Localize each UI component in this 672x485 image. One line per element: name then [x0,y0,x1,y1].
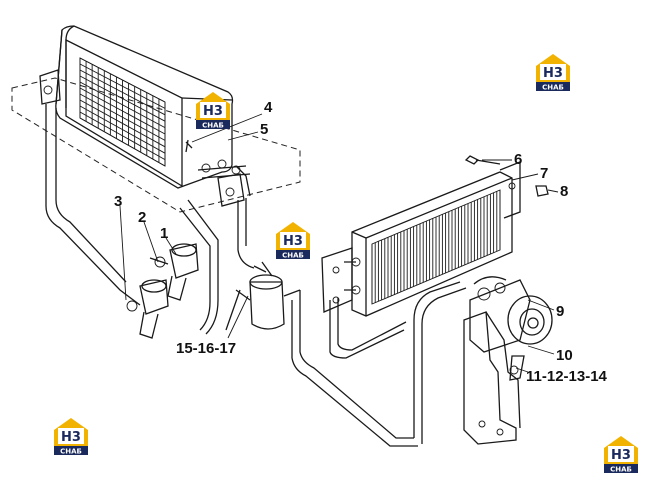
evaporator-unit [39,25,251,207]
expansion-valve-upper [149,243,199,301]
callout-4: 4 [264,99,273,116]
callout-7: 7 [540,165,548,182]
leader-lines [119,113,559,373]
logo-h3-text: H3 [611,448,631,463]
receiver-drier [225,261,301,331]
evaporator-grille [79,57,166,167]
callout-1: 1 [160,225,168,242]
callout-5: 5 [260,121,268,138]
mounting-plate [11,77,301,213]
callout-9: 9 [556,303,564,320]
callout-15-17: 15-16-17 [176,340,236,357]
logo-h3-text: H3 [543,66,563,81]
logo-h3-text: H3 [61,430,81,445]
logo-chab-text: CHAБ [610,466,632,474]
logo-chab-text: CHAБ [542,84,564,92]
callout-11-14: 11-12-13-14 [526,368,608,385]
logo-chab-text: CHAБ [282,252,304,260]
compressor [469,276,553,353]
logo-h3-text: H3 [203,104,223,119]
logo-h3-text: H3 [283,234,303,249]
condenser [321,161,521,317]
callout-8: 8 [560,183,568,200]
callout-labels: 4 5 6 7 8 3 2 1 9 10 11-12-13-14 15-16-1… [114,99,608,385]
logo-chab-text: CHAБ [60,448,82,456]
callout-3: 3 [114,193,122,210]
callout-6: 6 [514,151,522,168]
nut-8 [535,185,549,197]
callout-10: 10 [556,347,573,364]
callout-2: 2 [138,209,146,226]
bolt-6 [464,155,501,165]
expansion-valve-lower [126,279,169,339]
compressor-bracket [463,311,525,445]
hose-lines-main [237,198,467,447]
logo-chab-text: CHAБ [202,122,224,130]
hose-lines-left [45,104,219,335]
